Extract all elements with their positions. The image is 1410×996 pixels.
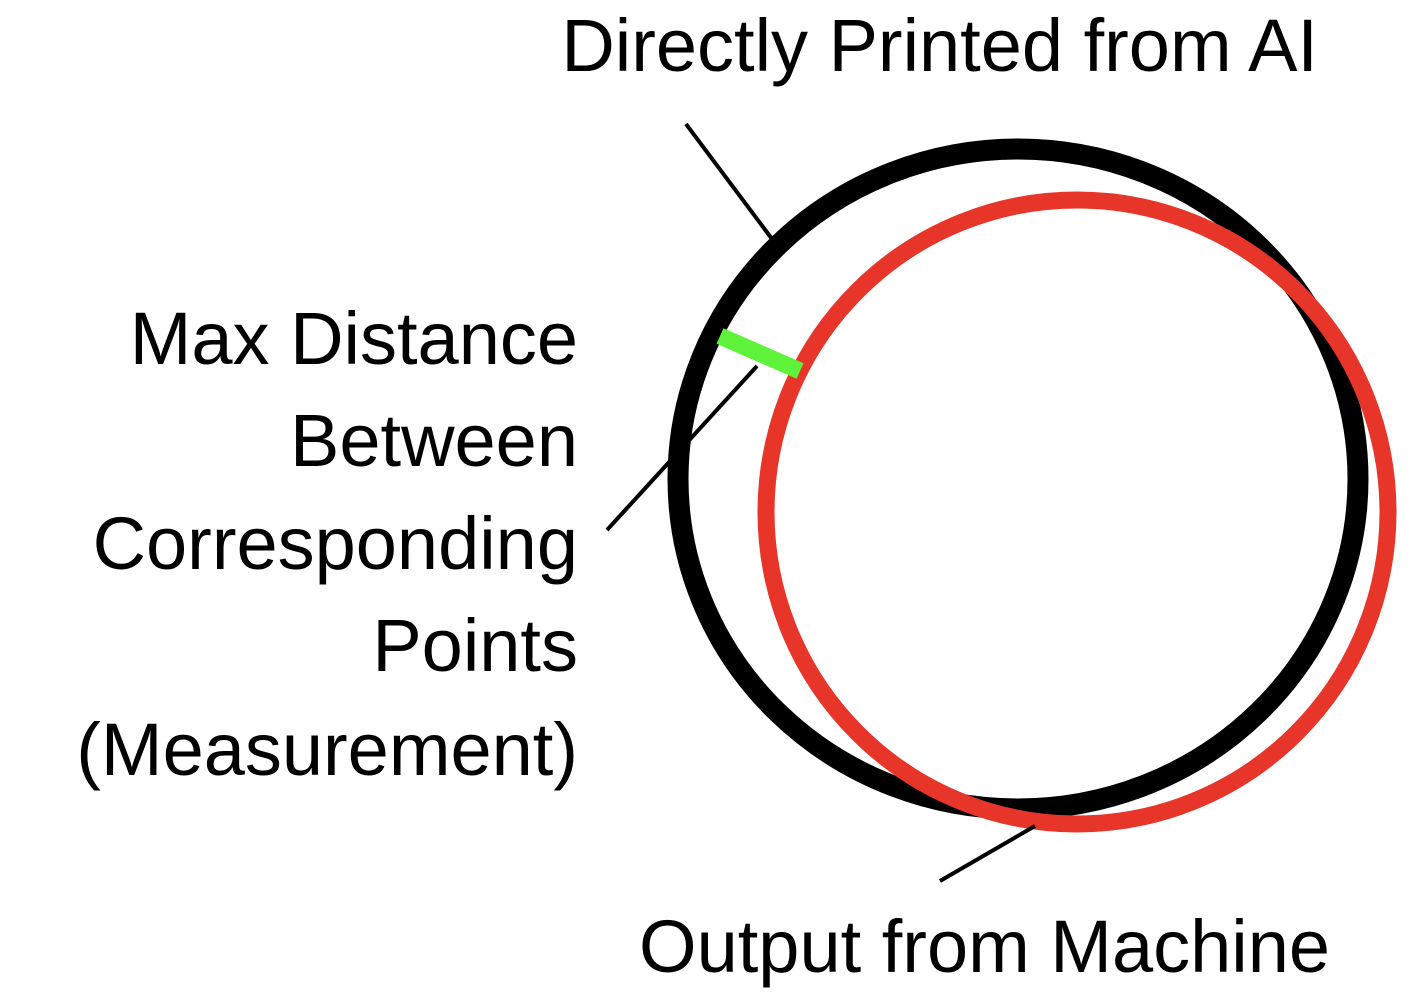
label-max-distance-line-1: Max Distance [130, 297, 578, 380]
label-max-distance-line-5: (Measurement) [76, 708, 578, 791]
leader-line-left [605, 364, 759, 532]
machine-output-circle [757, 191, 1397, 833]
label-max-distance-line-4: Points [372, 604, 578, 687]
label-max-distance-line-2: Between [290, 399, 578, 482]
label-directly-printed-from-ai: Directly Printed from AI [561, 4, 1318, 87]
leader-line-top [684, 122, 777, 245]
max-distance-marker [716, 328, 804, 379]
ai-printed-circle [667, 138, 1369, 820]
label-max-distance-line-3: Corresponding [93, 502, 578, 585]
leader-line-bottom [938, 824, 1037, 883]
label-output-from-machine: Output from Machine [639, 905, 1330, 988]
